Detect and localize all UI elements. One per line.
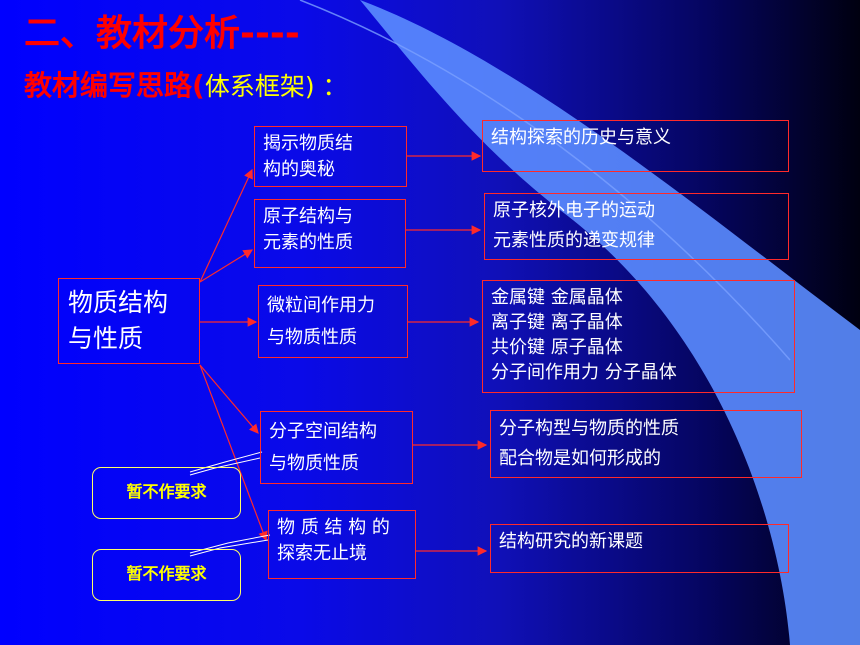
subtitle-prefix: 教材编写思路( bbox=[24, 69, 205, 102]
subtitle-highlight: 体系框架 bbox=[204, 72, 305, 101]
arrow-root-to-topic-4 bbox=[199, 364, 259, 434]
note-2-callout bbox=[189, 539, 269, 557]
note-not-required-2: 暂不作要求 bbox=[92, 549, 241, 601]
content-node-1: 结构探索的历史与意义 bbox=[482, 120, 789, 172]
content-node-5: 结构研究的新课题 bbox=[490, 524, 789, 573]
subtitle-suffix: ) ： bbox=[304, 72, 348, 101]
arrow-root-to-topic-2 bbox=[199, 249, 254, 283]
content-node-4: 分子构型与物质的性质 配合物是如何形成的 bbox=[490, 410, 802, 478]
topic-node-4: 分子空间结构 与物质性质 bbox=[260, 411, 413, 484]
note-1-callout-2 bbox=[189, 451, 263, 473]
slide-subtitle: 教材编写思路(体系框架) ： bbox=[24, 68, 348, 105]
content-node-2: 原子核外电子的运动 元素性质的递变规律 bbox=[484, 193, 789, 260]
arrow-root-to-topic-5 bbox=[199, 364, 268, 542]
content-node-3: 金属键 金属晶体 离子键 离子晶体 共价键 原子晶体 分子间作用力 分子晶体 bbox=[482, 280, 795, 393]
topic-node-1: 揭示物质结 构的奥秘 bbox=[254, 126, 407, 187]
slide-title: 二、教材分析---- bbox=[24, 13, 300, 54]
topic-node-5: 物 质 结 构 的 探索无止境 bbox=[268, 510, 416, 579]
topic-node-2: 原子结构与 元素的性质 bbox=[254, 199, 406, 268]
root-node: 物质结构 与性质 bbox=[58, 278, 200, 364]
note-not-required-1: 暂不作要求 bbox=[92, 467, 241, 519]
note-1-callout bbox=[189, 457, 261, 476]
topic-node-3: 微粒间作用力 与物质性质 bbox=[258, 285, 408, 358]
arrow-root-to-topic-1 bbox=[199, 168, 253, 283]
